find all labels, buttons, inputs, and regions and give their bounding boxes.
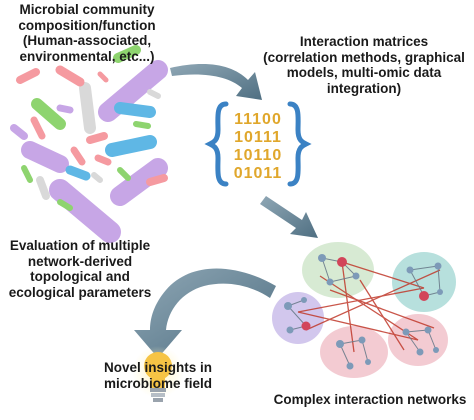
networks-label: Complex interaction networks [273, 392, 467, 407]
matrix-row: 01011 [234, 165, 283, 182]
evaluation-label: Evaluation of multiple network-derived t… [8, 238, 152, 300]
curved-arrow-icon [170, 64, 262, 100]
bacteria-cluster-icon [10, 45, 168, 243]
curved-arrow-icon [134, 268, 276, 358]
matrix-row: 10111 [234, 129, 282, 146]
matrix-row: 10110 [234, 147, 283, 164]
matrices-label: Interaction matrices (correlation method… [263, 34, 465, 96]
matrix-row: 11100 [234, 111, 282, 128]
light-bulb-icon [132, 346, 184, 402]
curved-arrow-icon [260, 196, 318, 238]
insights-label: Novel insights in microbiome field [103, 360, 213, 391]
network-graph-icon [272, 242, 456, 378]
community-label: Microbial community composition/function… [18, 2, 156, 64]
